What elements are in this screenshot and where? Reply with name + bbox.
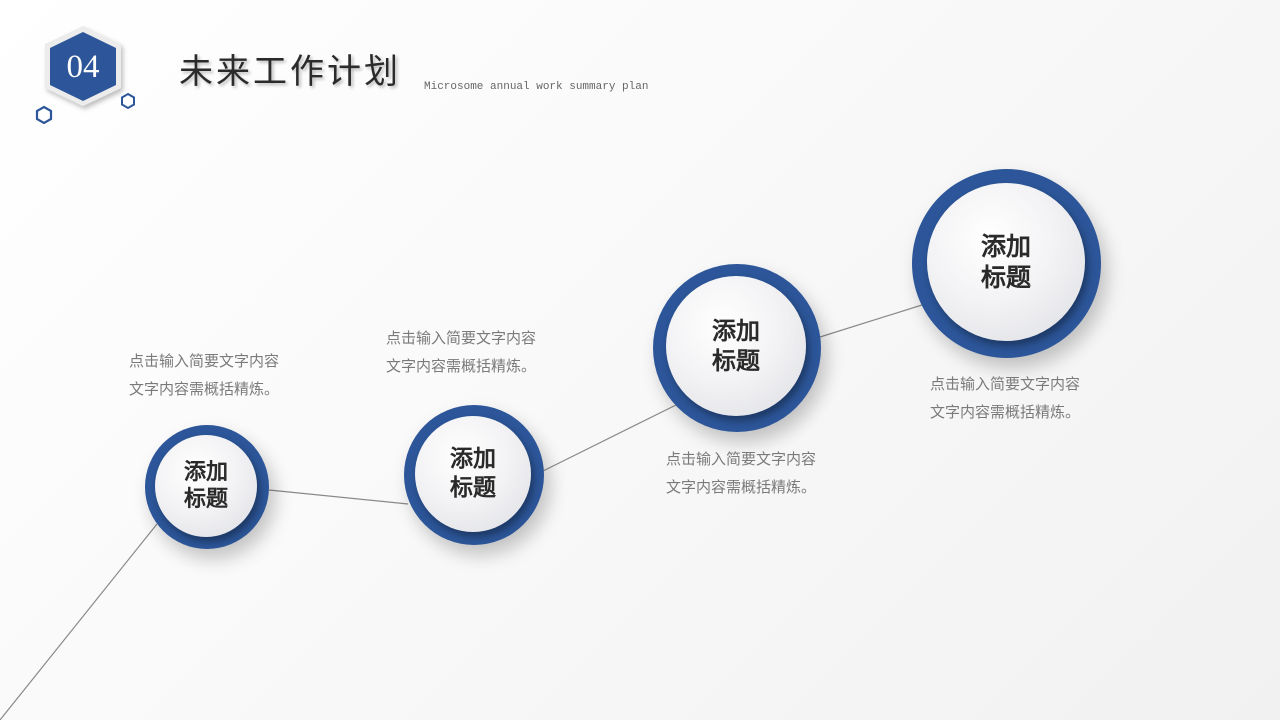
node-title: 添加 标题 bbox=[183, 458, 228, 513]
page-subtitle: Microsome annual work summary plan bbox=[424, 81, 649, 93]
node-description: 点击输入简要文字内容 文字内容需概括精炼。 bbox=[129, 352, 280, 398]
timeline-node-1[interactable]: 添加 标题 bbox=[145, 425, 269, 549]
node-description: 点击输入简要文字内容 文字内容需概括精炼。 bbox=[386, 329, 537, 375]
connector-line-2-3 bbox=[542, 404, 677, 472]
node-title: 添加 标题 bbox=[712, 316, 760, 375]
small-hexagon-icon bbox=[121, 92, 135, 110]
section-number: 04 bbox=[66, 49, 100, 85]
connector-line-start bbox=[0, 523, 158, 720]
hexagon-fill-icon bbox=[50, 32, 116, 101]
node-title: 添加 标题 bbox=[980, 231, 1031, 292]
connector-line-3-4 bbox=[819, 304, 923, 338]
node-description: 点击输入简要文字内容 文字内容需概括精炼。 bbox=[930, 375, 1081, 421]
small-hexagon-icon bbox=[35, 105, 53, 125]
timeline-node-4[interactable]: 添加 标题 bbox=[912, 169, 1101, 358]
node-description: 点击输入简要文字内容 文字内容需概括精炼。 bbox=[666, 450, 817, 496]
timeline-node-3[interactable]: 添加 标题 bbox=[653, 264, 821, 432]
connector-line-1-2 bbox=[268, 489, 409, 505]
timeline-node-2[interactable]: 添加 标题 bbox=[404, 405, 544, 545]
page-title: 未来工作计划 bbox=[179, 52, 401, 92]
node-title: 添加 标题 bbox=[450, 445, 496, 501]
section-hexagon-badge bbox=[35, 26, 135, 125]
